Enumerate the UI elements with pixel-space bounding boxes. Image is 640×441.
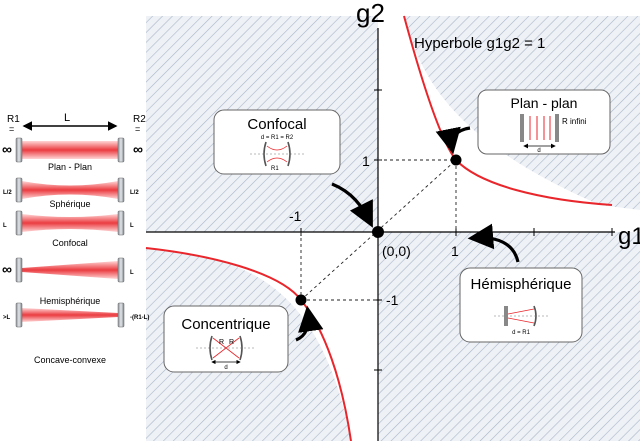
radius-right-label: ∞: [133, 141, 143, 157]
pointer-arrows: [295, 126, 520, 342]
radius-right-label: -(R1-L): [130, 315, 149, 321]
config-caption: Confocal: [52, 238, 88, 248]
arrow-plan-plan: [435, 126, 471, 155]
config-row: ∞ L Hemisphérique: [2, 257, 134, 306]
mirror-left-icon: [263, 141, 267, 167]
tick-label-x-pos: 1: [451, 243, 459, 259]
callout-concentrique-dim: d: [224, 365, 227, 371]
origin-label: (0,0): [382, 243, 411, 259]
radius-left-label: >L: [3, 315, 11, 321]
mirror-right-icon: [117, 137, 125, 163]
arrow-hemispherique: [467, 223, 520, 263]
laser-beam: [22, 141, 118, 159]
radius-right-label: L: [130, 270, 134, 276]
x-axis-label: g1: [618, 223, 640, 250]
mirror-left-icon: [15, 210, 23, 236]
mirror-flat-icon: [504, 306, 508, 326]
r1-equals: =: [9, 124, 14, 134]
config-caption: Hemisphérique: [40, 296, 101, 306]
mirror-left-icon: [520, 114, 524, 142]
tick-label-y-neg: -1: [386, 292, 399, 308]
callout-plan-plan-note: R infini: [562, 117, 587, 126]
callout-confocal-note: d = R1 = R2: [261, 135, 294, 141]
callout-hemispherique-note: d = R1: [512, 330, 531, 336]
radius-left-label: L/2: [3, 190, 12, 196]
mirror-right-icon: [117, 257, 125, 283]
callout-concentrique-r-right: R: [229, 339, 234, 346]
radius-left-label: ∞: [2, 141, 12, 157]
radius-right-label: L/2: [130, 190, 139, 196]
hyperbola-label: Hyperbole g1g2 = 1: [414, 35, 545, 52]
r2-label: R2: [133, 114, 146, 125]
mirror-right-icon: [239, 335, 243, 361]
radius-left-label: L: [3, 223, 7, 229]
point-confocal: [372, 226, 384, 238]
r2-equals: =: [135, 124, 140, 134]
config-caption: Sphérique: [49, 199, 90, 209]
mirror-left-icon: [15, 137, 23, 163]
config-caption: Concave-convexe: [34, 355, 106, 365]
callout-concentrique-r-left: R: [219, 339, 224, 346]
radius-right-label: L: [130, 223, 134, 229]
callout-concentrique: Concentrique R R d: [163, 305, 289, 373]
callout-plan-plan-dim: d: [537, 148, 540, 154]
laser-beam: [22, 181, 118, 199]
mirror-right-icon: [117, 302, 125, 328]
mirror-left-icon: [15, 177, 23, 203]
callout-confocal: Confocal d = R1 = R2 R1: [213, 109, 341, 175]
radius-left-label: ∞: [2, 261, 12, 277]
mirror-right-icon: [117, 210, 125, 236]
config-caption: Plan - Plan: [48, 162, 92, 172]
mirror-left-icon: [15, 302, 23, 328]
tick-label-x-neg: -1: [289, 208, 302, 224]
mirror-right-icon: [555, 114, 559, 142]
laser-beam: [22, 261, 118, 279]
laser-beam: [22, 308, 118, 322]
callout-confocal-dim: R1: [271, 166, 279, 172]
arrow-confocal: [331, 182, 373, 228]
mirror-right-icon: [287, 141, 291, 167]
point-plan-plan: [450, 154, 462, 166]
mirror-right-icon: [117, 177, 125, 203]
laser-beam: [22, 214, 118, 232]
y-axis-label: g2: [356, 0, 385, 28]
callout-plan-plan-title: Plan - plan: [511, 95, 578, 111]
point-concentric: [295, 294, 307, 306]
arrow-concentric: [295, 305, 324, 342]
callout-concentrique-title: Concentrique: [181, 316, 270, 333]
tick-label-y-pos: 1: [362, 153, 370, 169]
config-row: >L -(R1-L) Concave-convexe: [3, 302, 149, 365]
stable-regions: [146, 16, 640, 441]
callout-plan-plan: Plan - plan R infini d: [477, 89, 611, 155]
mirror-curved-icon: [533, 305, 537, 327]
callout-hemispherique: Hémisphérique d = R1: [459, 267, 583, 343]
callout-confocal-title: Confocal: [247, 116, 306, 133]
callout-hemispherique-title: Hémisphérique: [471, 276, 572, 293]
mirror-left-icon: [15, 257, 23, 283]
config-row: L L Confocal: [3, 210, 134, 248]
mirror-left-icon: [209, 335, 213, 361]
length-label: L: [64, 112, 70, 124]
r1-label: R1: [7, 114, 20, 125]
config-row: ∞ ∞ Plan - Plan: [2, 137, 143, 172]
